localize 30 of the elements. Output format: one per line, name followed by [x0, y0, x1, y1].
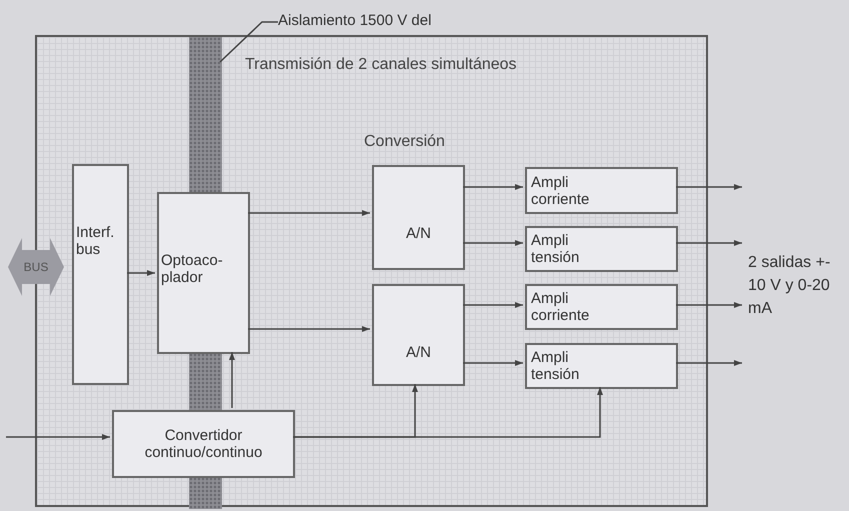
arrow [676, 360, 742, 366]
arrow [293, 387, 603, 438]
block-box: Interf. bus [72, 164, 129, 385]
amplifier-box: Ampli corriente [525, 167, 678, 214]
arrow [229, 352, 235, 408]
block-box: A/N [372, 284, 465, 386]
bus-label: BUS [24, 259, 48, 276]
arrow [676, 240, 742, 246]
leader-line [219, 21, 278, 63]
board-heading: Transmisión de 2 canales simultáneos [245, 55, 517, 75]
arrow [127, 270, 155, 276]
arrow [248, 210, 370, 216]
bus-double-arrow [8, 238, 64, 296]
converter-box: Convertidor continuo/continuo [112, 410, 295, 478]
amplifier-box: Ampli tensión [525, 343, 678, 389]
arrow [676, 302, 742, 308]
amplifier-box: Ampli corriente [525, 284, 678, 330]
block-box: A/N [372, 165, 465, 270]
section-label: Conversión [364, 132, 445, 152]
arrow [248, 326, 370, 332]
block-box: Optoaco-plador [157, 192, 250, 354]
arrow [463, 184, 523, 190]
barrier-label: Aislamiento 1500 V del [278, 10, 538, 34]
arrow [463, 302, 523, 308]
output-label: 2 salidas +- 10 V y 0-20 mA [748, 252, 832, 318]
arrow [676, 184, 742, 190]
arrow [463, 360, 523, 366]
amplifier-box: Ampli tensión [525, 226, 678, 272]
arrow [463, 240, 523, 246]
arrow [6, 434, 110, 440]
